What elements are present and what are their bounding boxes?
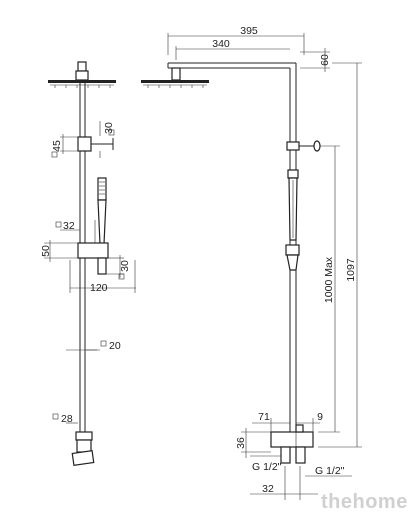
front-upper-clamp [286,141,300,151]
dim-head-connector: 30 [103,122,115,134]
dim-bracket-side: 30 [119,260,131,272]
side-slide-bracket [77,242,109,259]
front-inlet-right [295,446,306,464]
front-head-connector [171,67,181,81]
dim-width-total: 395 [240,25,258,37]
dim-inlet-right: G 1/2" [315,465,345,477]
dim-arm-height: 60 [319,54,331,66]
dim-bracket-height: 50 [40,245,52,257]
square-symbol-30-bracket [118,273,125,280]
dim-height-adjust: 1000 Max [323,256,335,303]
side-hand-shower-handle [97,199,107,245]
front-mixer-body [270,431,314,448]
square-symbol-20 [100,340,107,347]
side-head-connector [75,70,89,81]
square-symbol-30-head [108,129,115,136]
dim-mixer-height: 36 [235,437,247,449]
front-clamp-knob [313,140,321,152]
front-hand-shower-head [287,169,299,179]
watermark-logo: thehome [321,491,408,513]
front-mixer-handle [295,424,304,433]
square-symbol-32 [55,221,62,228]
front-head-disc [141,80,209,83]
side-head-disc [48,80,116,83]
front-view-dimensions: 395 340 60 1097 1000 Max 71 9 36 [167,25,362,500]
dim-mixer-gap: 9 [317,411,323,423]
front-inlet-left [280,446,291,464]
side-upper-clamp [77,136,92,152]
front-view [141,62,321,464]
square-symbol-45 [51,151,58,158]
dim-base-diameter: 28 [61,413,73,425]
dim-width-arm: 340 [212,38,230,50]
dim-pipe-diameter: 20 [109,340,121,352]
dim-height-total: 1097 [345,258,357,282]
side-base-body [75,431,93,441]
dim-inlet-spacing: 32 [262,483,274,495]
dim-mixer-offset: 71 [258,411,270,423]
side-base-nut [71,449,95,467]
dim-clamp-width: 45 [51,140,63,152]
square-symbol-28 [52,413,59,420]
side-view-dimensions: 30 45 32 50 30 120 20 28 [40,122,131,425]
dim-bracket-depth: 120 [90,282,108,294]
side-view [44,61,136,467]
front-slide-bracket [285,244,300,256]
dim-inlet-left: G 1/2" [252,461,282,473]
dim-bracket-width: 32 [63,220,75,232]
side-hand-shower-head [97,177,107,201]
side-head-nut [77,61,87,72]
